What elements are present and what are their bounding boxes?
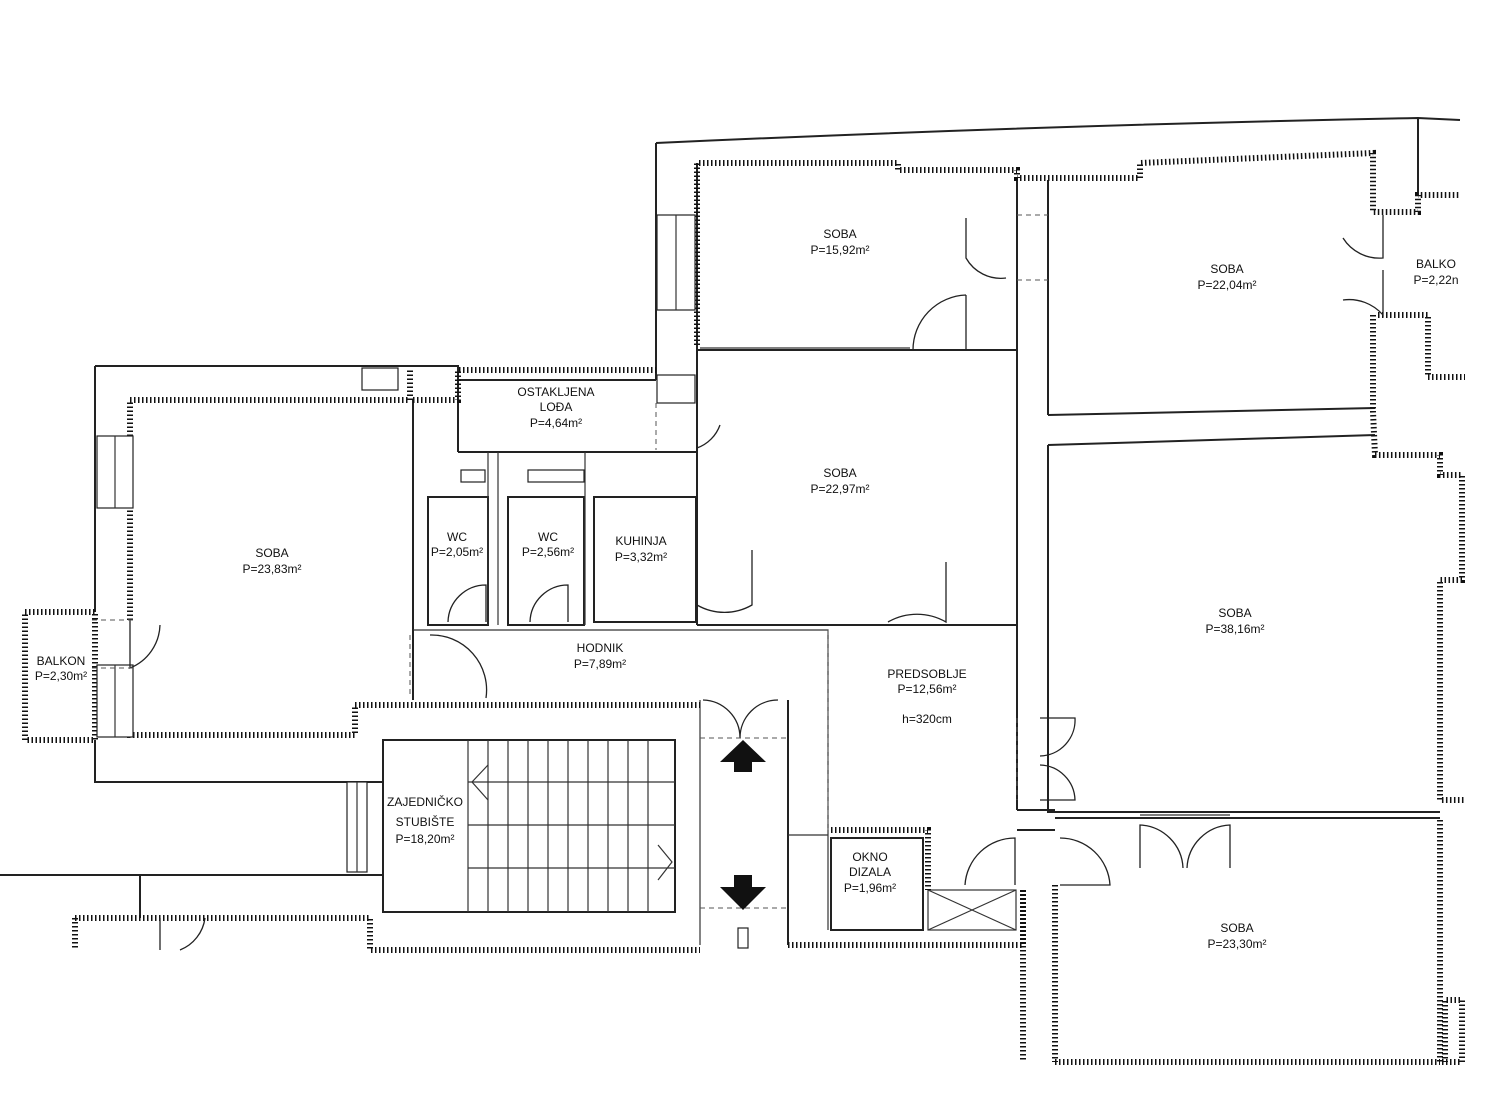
entry-arrow-up-icon <box>720 740 766 772</box>
label-wc2: WC <box>538 530 558 544</box>
label-okno-2: DIZALA <box>849 865 891 879</box>
label-balkon-right: BALKO <box>1416 257 1456 271</box>
area-soba-center: P=22,97m² <box>810 482 869 496</box>
window-wc2 <box>527 469 585 483</box>
area-balkon-right: P=2,22n <box>1413 273 1458 287</box>
area-wc1: P=2,05m² <box>431 545 483 559</box>
label-ostakljena: OSTAKLJENA <box>517 385 594 399</box>
window-loggia <box>656 374 696 404</box>
area-balkon-left: P=2,30m² <box>35 669 87 683</box>
area-soba-bottom: P=23,30m² <box>1207 937 1266 951</box>
label-soba-top: SOBA <box>823 227 856 241</box>
doors <box>129 215 1384 951</box>
label-stubiste: ZAJEDNIČKO <box>387 794 463 809</box>
windows <box>96 214 1230 873</box>
label-kuhinja: KUHINJA <box>615 534 666 548</box>
staircase-steps <box>467 740 675 912</box>
label-soba-bottom: SOBA <box>1220 921 1253 935</box>
area-soba-top: P=15,92m² <box>810 243 869 257</box>
label-predsoblje: PREDSOBLJE <box>887 667 966 681</box>
label-soba-center: SOBA <box>823 466 856 480</box>
ceiling-height-predsoblje: h=320cm <box>902 712 952 726</box>
label-ostakljena-2: LOĐA <box>540 400 573 414</box>
area-predsoblje: P=12,56m² <box>897 682 956 696</box>
window-left-top <box>361 367 399 391</box>
hatched-outline <box>22 149 1465 1065</box>
label-balkon-left: BALKON <box>37 654 86 668</box>
area-wc2: P=2,56m² <box>522 545 574 559</box>
door-threshold-bottom <box>737 927 749 949</box>
area-soba-left: P=23,83m² <box>242 562 301 576</box>
label-stubiste-2: STUBIŠTE <box>396 814 455 829</box>
label-hodnik: HODNIK <box>577 641 624 655</box>
area-hodnik: P=7,89m² <box>574 657 626 671</box>
room-labels: SOBA P=15,92m² SOBA P=22,04m² BALKO P=2,… <box>35 227 1459 951</box>
window-wc1 <box>460 469 486 483</box>
door-openings <box>92 214 1048 909</box>
area-stubiste: P=18,20m² <box>395 832 454 846</box>
label-wc1: WC <box>447 530 467 544</box>
area-okno: P=1,96m² <box>844 881 896 895</box>
area-ostakljena: P=4,64m² <box>530 416 582 430</box>
area-soba-topright: P=22,04m² <box>1197 278 1256 292</box>
walls <box>0 116 1461 945</box>
area-kuhinja: P=3,32m² <box>615 550 667 564</box>
label-soba-left: SOBA <box>255 546 288 560</box>
label-soba-topright: SOBA <box>1210 262 1243 276</box>
label-okno: OKNO <box>852 850 887 864</box>
area-soba-right: P=38,16m² <box>1205 622 1264 636</box>
entry-arrow-down-icon <box>720 875 766 910</box>
label-soba-right: SOBA <box>1218 606 1251 620</box>
